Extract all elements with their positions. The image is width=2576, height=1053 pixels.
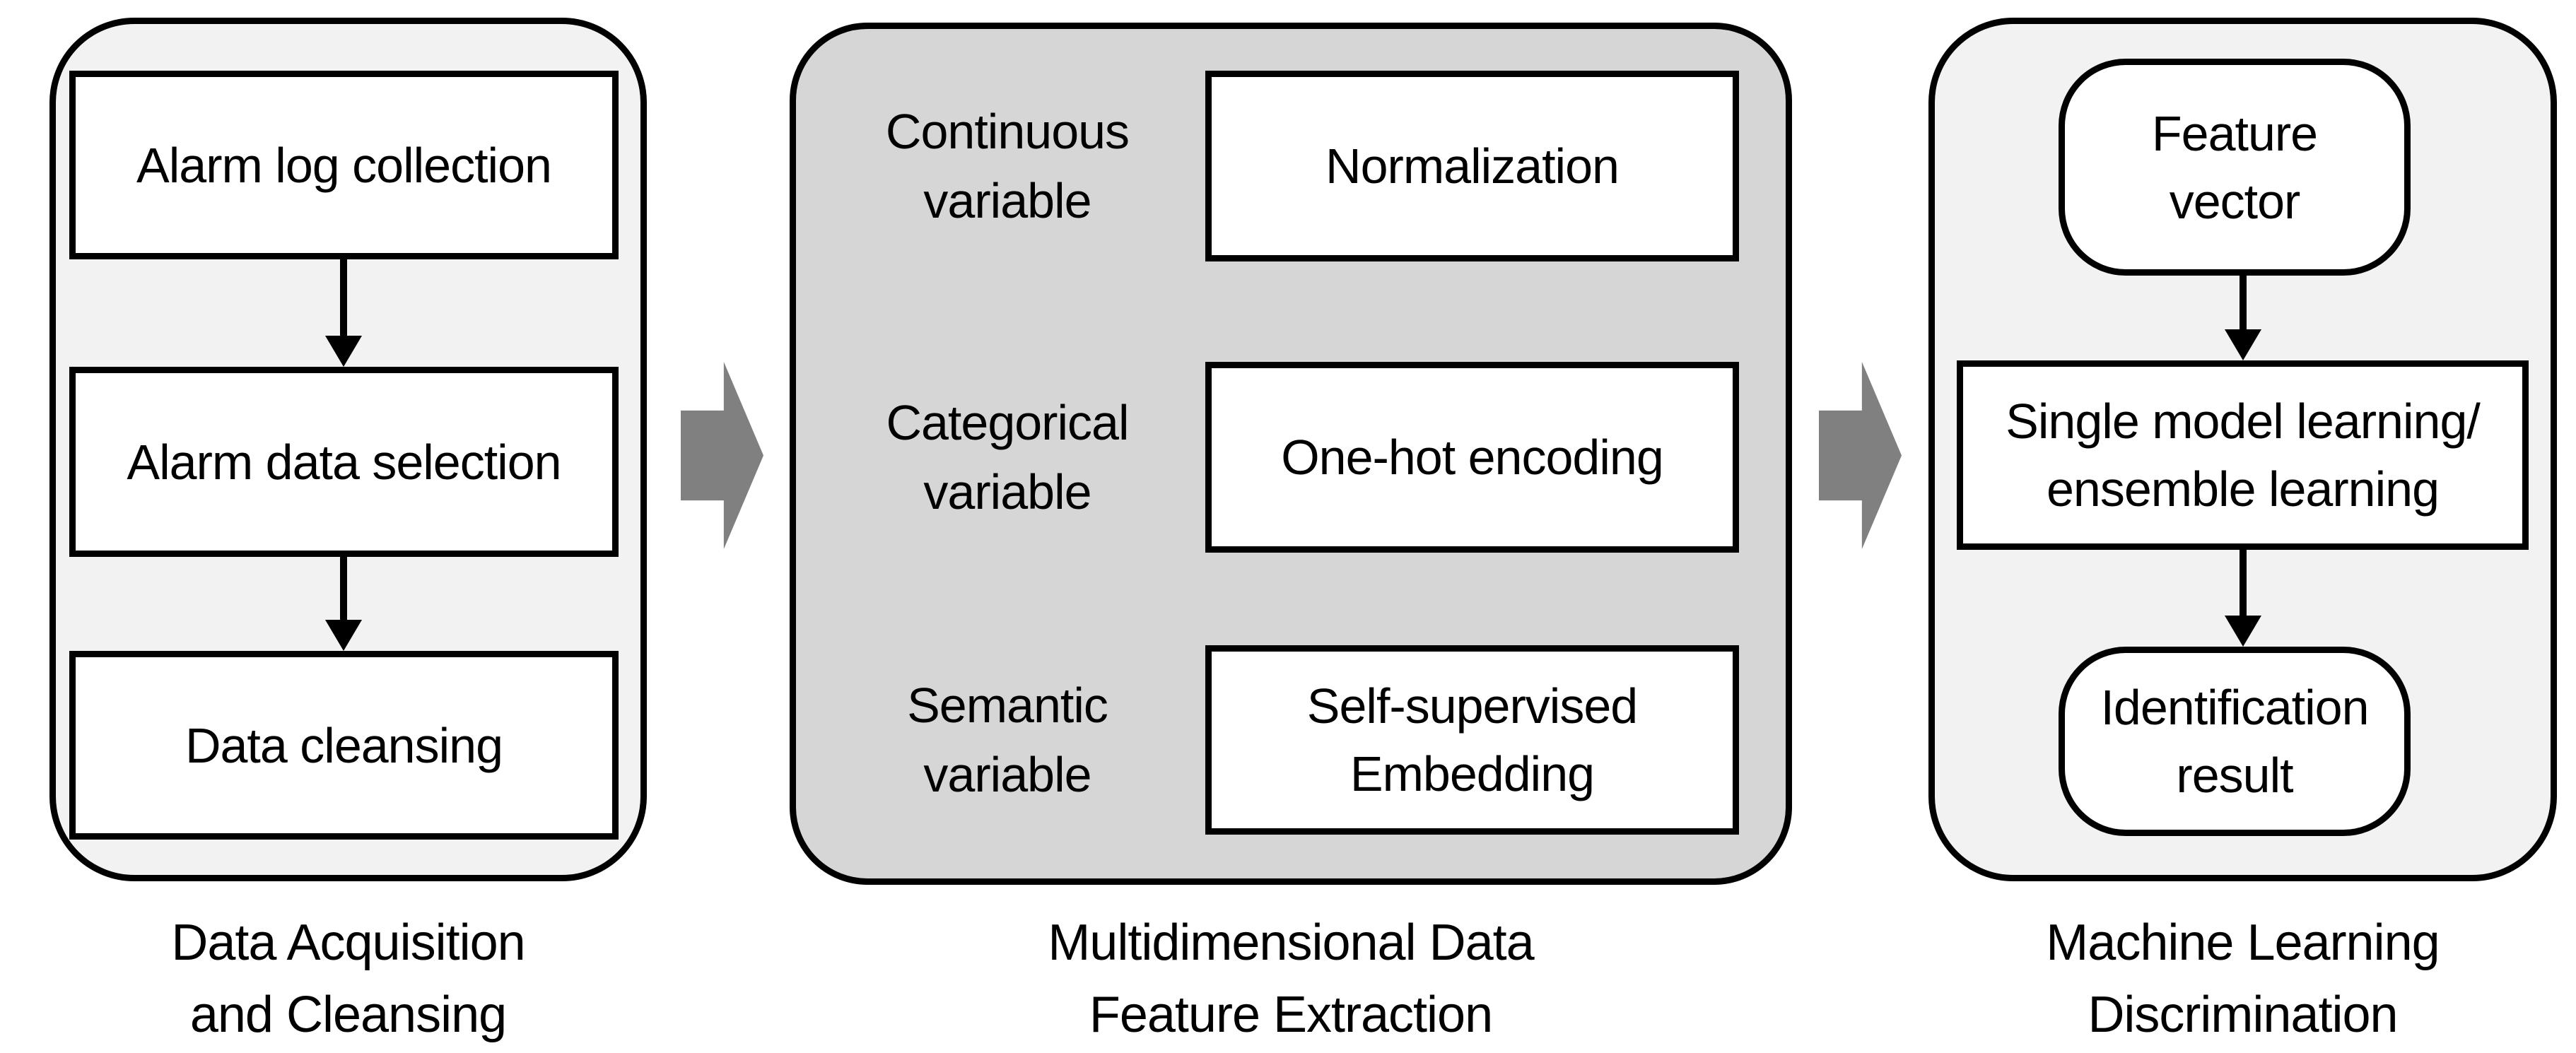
node-model-learning: Single model learning/ ensemble learning — [1957, 360, 2529, 550]
arrow-down-icon — [325, 557, 362, 651]
node-one-hot-encoding: One-hot encoding — [1205, 362, 1739, 553]
node-data-cleansing: Data cleansing — [69, 651, 619, 840]
label-continuous-variable: Continuous variable — [885, 104, 1130, 228]
panel-data-acquisition: Alarm log collection Alarm data selectio… — [49, 18, 647, 881]
caption-data-acquisition: Data Acquisition and Cleansing — [171, 914, 525, 1043]
node-self-supervised-embedding: Self-supervised Embedding — [1205, 645, 1739, 835]
arrow-down-icon — [2225, 276, 2261, 360]
arrow-down-icon — [2225, 550, 2261, 647]
caption-feature-extraction: Multidimensional Data Feature Extraction — [1048, 914, 1534, 1043]
node-alarm-data-selection: Alarm data selection — [69, 367, 619, 557]
block-arrow-right-icon — [681, 362, 763, 549]
node-identification-result: Identification result — [2059, 647, 2411, 836]
caption-ml-discrimination: Machine Learning Discrimination — [2046, 914, 2440, 1043]
panel-feature-extraction: Continuous variable Normalization Catego… — [790, 23, 1792, 885]
node-normalization: Normalization — [1205, 71, 1739, 261]
label-semantic-variable: Semantic variable — [907, 678, 1108, 802]
arrow-down-icon — [325, 259, 362, 367]
block-arrow-right-icon — [1819, 362, 1902, 549]
node-feature-vector: Feature vector — [2059, 59, 2411, 276]
panel-ml-discrimination: Feature vector Single model learning/ en… — [1928, 18, 2557, 881]
node-alarm-log-collection: Alarm log collection — [69, 71, 619, 259]
label-categorical-variable: Categorical variable — [886, 395, 1129, 519]
